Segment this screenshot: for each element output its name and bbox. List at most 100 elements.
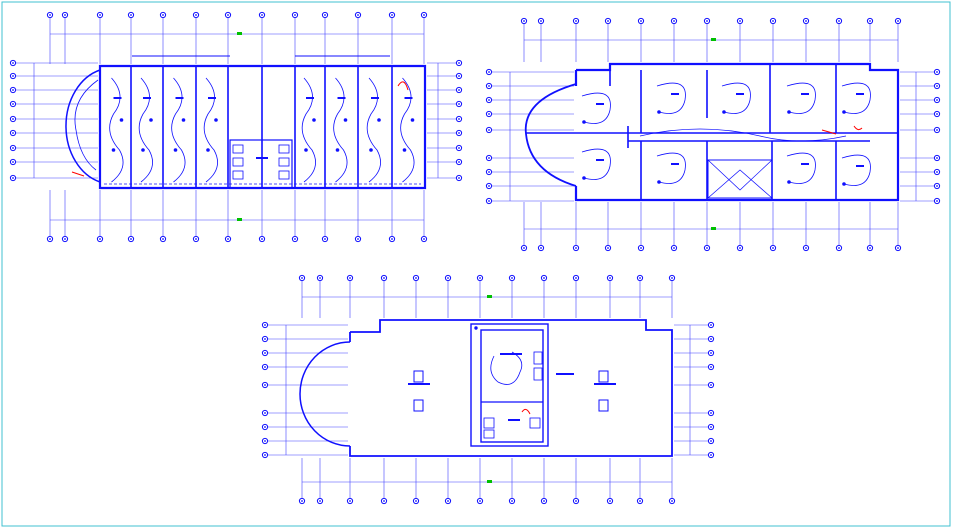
grid-bubble <box>866 17 874 25</box>
grid-bubble <box>61 235 69 243</box>
outlet-symbol <box>582 176 586 180</box>
grid-bubble <box>736 244 744 252</box>
grid-bubble <box>670 17 678 25</box>
grid-bubble <box>9 174 17 182</box>
grid-bubble <box>476 274 484 282</box>
grid-bubble <box>354 11 362 19</box>
section-marker <box>487 480 492 483</box>
grid-bubble-dot <box>423 14 425 16</box>
grid-bubble <box>604 17 612 25</box>
grid-bubble <box>835 17 843 25</box>
grid-bubble <box>261 451 269 459</box>
grid-bubble-dot <box>12 161 14 163</box>
grid-bubble <box>9 115 17 123</box>
grid-bubble <box>261 321 269 329</box>
grid-bubble <box>637 17 645 25</box>
grid-bubble <box>444 497 452 505</box>
outlet-symbol <box>119 118 124 122</box>
grid-bubble <box>388 235 396 243</box>
grid-bubble <box>380 497 388 505</box>
grid-bubble-dot <box>458 103 460 105</box>
grid-bubble-dot <box>264 426 266 428</box>
outlet-symbol <box>722 110 726 114</box>
grid-bubble <box>933 96 941 104</box>
grid-bubble <box>455 72 463 80</box>
grid-bubble-dot <box>458 62 460 64</box>
grid-bubble <box>346 274 354 282</box>
grid-bubble-dot <box>195 238 197 240</box>
grid-bubble-dot <box>710 384 712 386</box>
grid-bubble-dot <box>227 14 229 16</box>
plan-b-curved-wing <box>524 83 577 187</box>
plan-c-outer-wall <box>349 319 673 457</box>
plan-b-grid-bubbles <box>485 17 941 252</box>
grid-bubble-dot <box>479 500 481 502</box>
grid-bubble-dot <box>264 412 266 414</box>
outlet-symbol <box>141 148 145 152</box>
grid-bubble <box>933 154 941 162</box>
grid-bubble <box>455 129 463 137</box>
grid-bubble <box>894 17 902 25</box>
grid-bubble-dot <box>383 277 385 279</box>
outlet-symbol <box>842 182 846 186</box>
grid-bubble <box>636 497 644 505</box>
outlet-symbol <box>657 180 661 184</box>
grid-bubble <box>572 497 580 505</box>
grid-bubble-dot <box>261 238 263 240</box>
grid-bubble-dot <box>805 247 807 249</box>
grid-bubble-dot <box>540 20 542 22</box>
grid-bubble-dot <box>64 238 66 240</box>
grid-bubble <box>261 437 269 445</box>
grid-bubble-dot <box>575 20 577 22</box>
grid-bubble <box>261 381 269 389</box>
grid-bubble-dot <box>640 20 642 22</box>
grid-bubble-dot <box>264 454 266 456</box>
grid-bubble-dot <box>423 238 425 240</box>
grid-bubble-dot <box>12 103 14 105</box>
grid-bubble <box>224 11 232 19</box>
grid-bubble <box>636 274 644 282</box>
plan-b-stair <box>707 159 773 199</box>
grid-bubble <box>298 497 306 505</box>
grid-bubble-dot <box>739 20 741 22</box>
grid-bubble-dot <box>324 238 326 240</box>
grid-bubble-dot <box>639 277 641 279</box>
grid-bubble <box>485 168 493 176</box>
plan-a-switch-red-2 <box>71 171 85 177</box>
grid-bubble <box>192 235 200 243</box>
grid-bubble-dot <box>324 14 326 16</box>
grid-bubble-dot <box>488 200 490 202</box>
outlet-symbol <box>206 148 210 152</box>
grid-bubble-dot <box>523 20 525 22</box>
grid-bubble-dot <box>671 500 673 502</box>
plan-c-core-fixtures <box>483 351 543 439</box>
grid-bubble-dot <box>936 99 938 101</box>
grid-bubble-dot <box>261 14 263 16</box>
grid-bubble <box>291 11 299 19</box>
corridor-wiring-run <box>639 128 847 142</box>
section-marker <box>237 218 242 221</box>
floor-plan-a <box>9 11 463 243</box>
plan-b-switch-red <box>821 125 863 135</box>
grid-bubble-dot <box>609 500 611 502</box>
grid-bubble-dot <box>936 129 938 131</box>
grid-bubble-dot <box>488 99 490 101</box>
plan-b-outer-wall <box>574 62 900 202</box>
grid-bubble-dot <box>575 247 577 249</box>
grid-bubble <box>261 349 269 357</box>
grid-bubble <box>933 126 941 134</box>
grid-bubble-dot <box>639 500 641 502</box>
grid-bubble-dot <box>869 20 871 22</box>
grid-bubble <box>9 86 17 94</box>
grid-bubble <box>736 17 744 25</box>
grid-bubble <box>321 235 329 243</box>
grid-bubble <box>707 335 715 343</box>
grid-bubble-dot <box>936 171 938 173</box>
grid-bubble-dot <box>772 20 774 22</box>
grid-bubble-dot <box>838 20 840 22</box>
outlet-symbol <box>842 110 846 114</box>
grid-bubble <box>46 11 54 19</box>
grid-bubble-dot <box>543 500 545 502</box>
outlet-symbol <box>173 148 178 152</box>
